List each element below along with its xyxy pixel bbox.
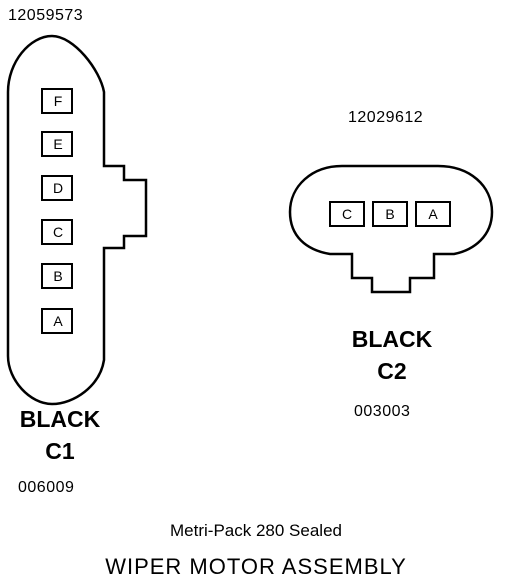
c2-code: 003003	[354, 403, 411, 420]
c1-pin-c-box	[41, 219, 73, 245]
c1-pin-b-box	[41, 263, 73, 289]
c2-connector-outline	[288, 164, 494, 294]
c1-pin-b-label: B	[53, 268, 62, 284]
c1-pin-a-box	[41, 308, 73, 334]
c2-pin-b-label: B	[385, 206, 394, 222]
c2-pin-c-box	[329, 201, 365, 227]
c2-pin-a-label: A	[428, 206, 438, 222]
c2-color-label: BLACK	[351, 326, 433, 352]
c1-connector-outline	[6, 34, 148, 406]
c1-pin-e-box	[41, 131, 73, 157]
c1-pin-f-box	[41, 88, 73, 114]
c2-pin-labels: C B A	[342, 206, 438, 222]
c1-pin-a-label: A	[53, 313, 63, 329]
c1-pin-d-label: D	[53, 180, 63, 196]
c1-part-number: 12059573	[8, 7, 84, 24]
c1-pin-labels: F E D C B A	[53, 93, 63, 329]
c1-pin-c-label: C	[53, 224, 63, 240]
c2-part-number: 12029612	[348, 109, 424, 126]
c2-pin-boxes	[329, 201, 451, 227]
c2-pin-a-box	[415, 201, 451, 227]
c2-pin-b-box	[372, 201, 408, 227]
c1-id-label: C1	[45, 438, 75, 464]
c2-pin-c-label: C	[342, 206, 352, 222]
c1-color-label: BLACK	[19, 406, 101, 432]
c1-pin-d-box	[41, 175, 73, 201]
connector-series-label: Metri-Pack 280 Sealed	[170, 521, 342, 540]
c1-pin-boxes	[41, 88, 73, 334]
c2-id-label: C2	[377, 358, 407, 384]
diagram-title: WIPER MOTOR ASSEMBLY	[105, 554, 407, 579]
c1-code: 006009	[18, 479, 75, 496]
c1-pin-e-label: E	[53, 136, 62, 152]
c1-pin-f-label: F	[54, 93, 63, 109]
